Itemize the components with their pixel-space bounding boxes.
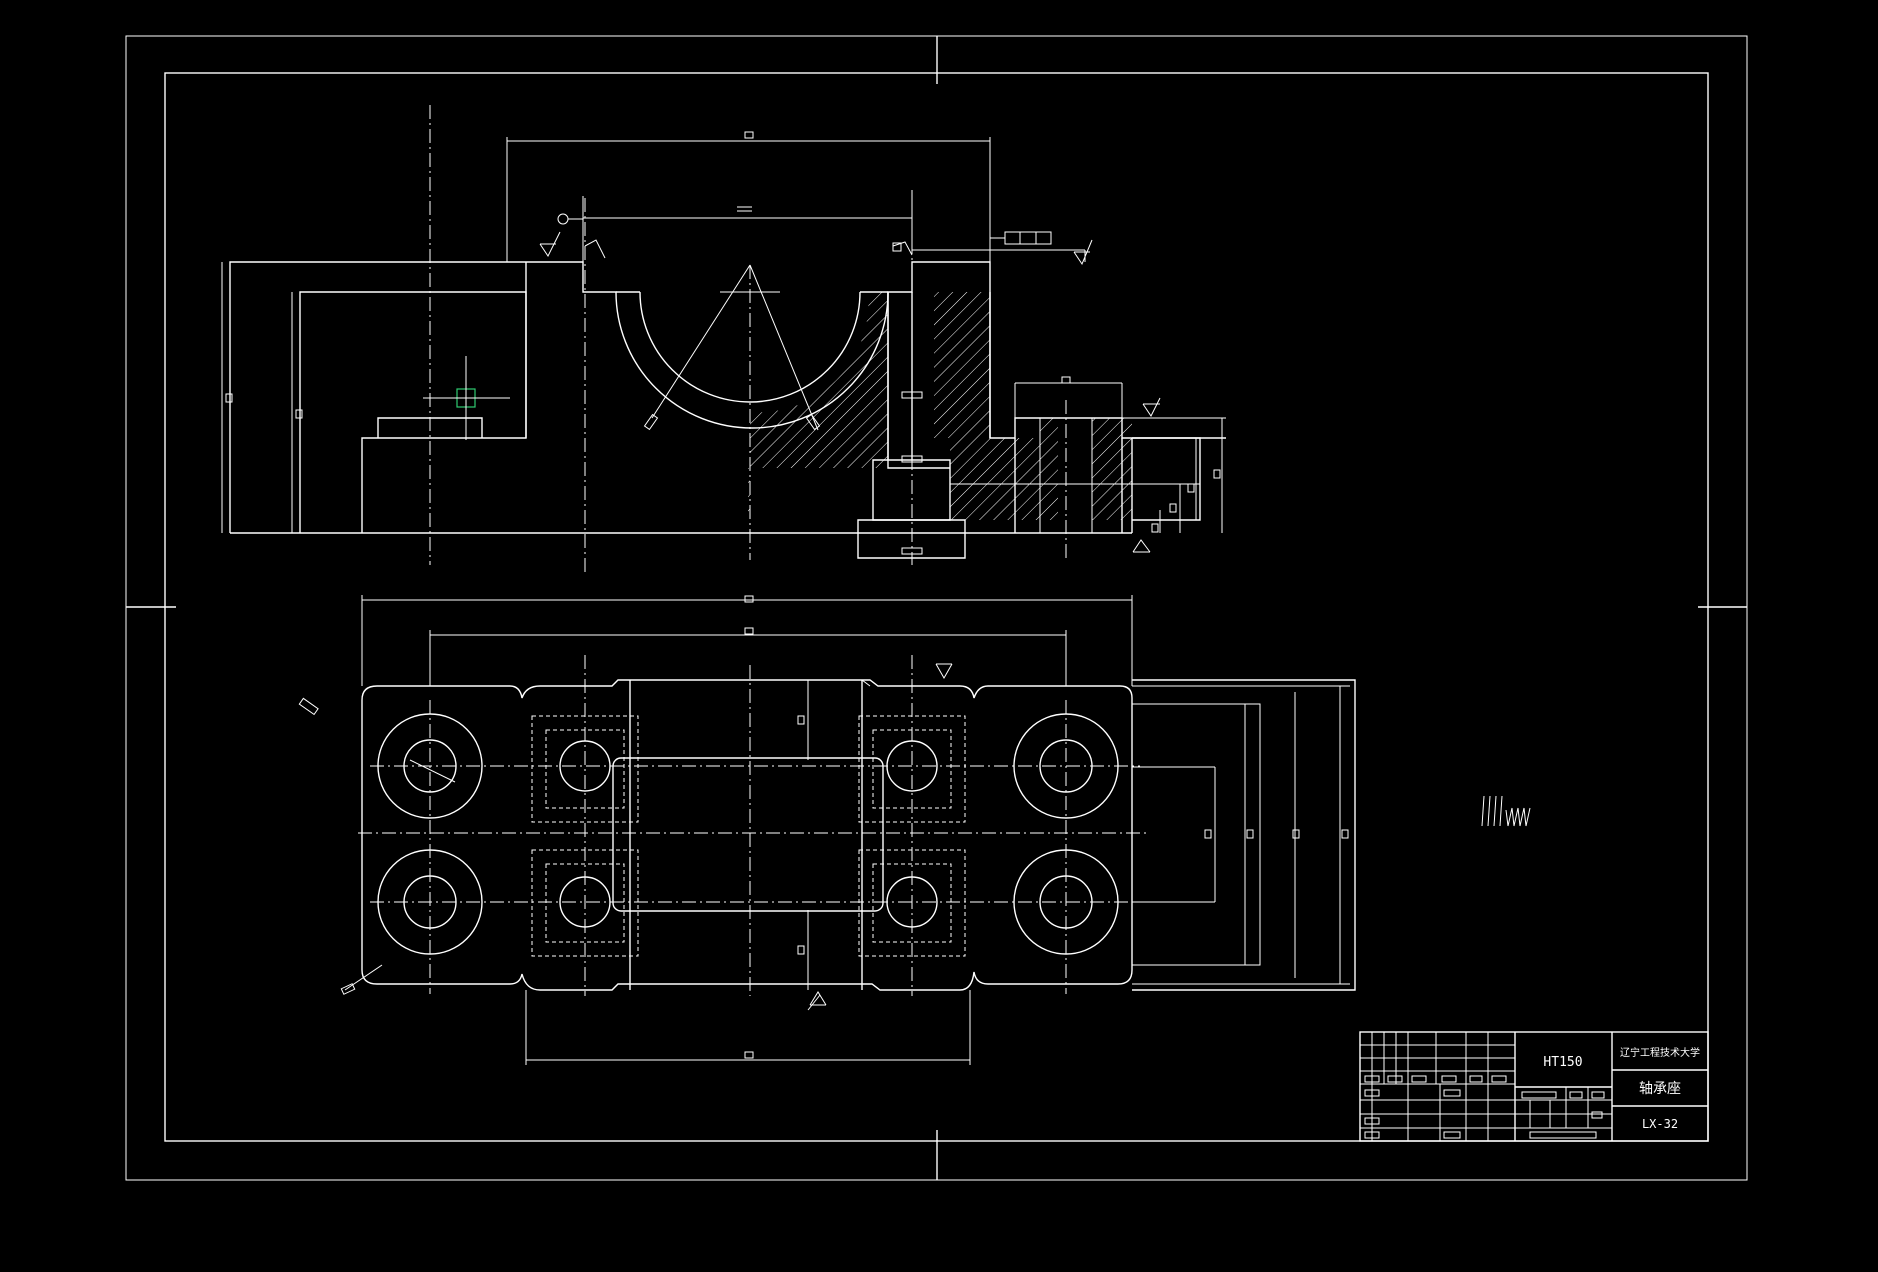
centering-marks xyxy=(126,36,1747,1180)
tech-note: 川川 xyxy=(1481,795,1531,827)
title-block: HT150 辽宁工程技术大学 轴承座 LX-32 xyxy=(1359,1031,1709,1142)
ucs-marker xyxy=(423,356,510,440)
front-outline xyxy=(229,261,1226,534)
tech-note-text: 川川 xyxy=(1484,825,1486,827)
school-name: 辽宁工程技术大学 xyxy=(1620,1046,1700,1059)
bearing-bore-outline xyxy=(612,757,884,912)
tolerance-frame xyxy=(557,206,1052,245)
base-plate xyxy=(361,679,1133,991)
roughness-symbols xyxy=(539,231,1161,553)
dimension-text-boxes xyxy=(225,131,1221,555)
material-label: HT150 xyxy=(1543,1055,1582,1070)
part-name: 轴承座 xyxy=(1639,1081,1681,1097)
top-view xyxy=(298,595,1356,1065)
cap-bolts xyxy=(531,715,966,957)
front-view xyxy=(221,105,1226,572)
inner-sheet-border xyxy=(164,72,1709,1142)
mounting-bosses xyxy=(377,713,1119,955)
outer-sheet-border xyxy=(125,35,1748,1181)
section-hatch xyxy=(748,292,1132,520)
drawing-number: LX-32 xyxy=(1642,1117,1678,1131)
